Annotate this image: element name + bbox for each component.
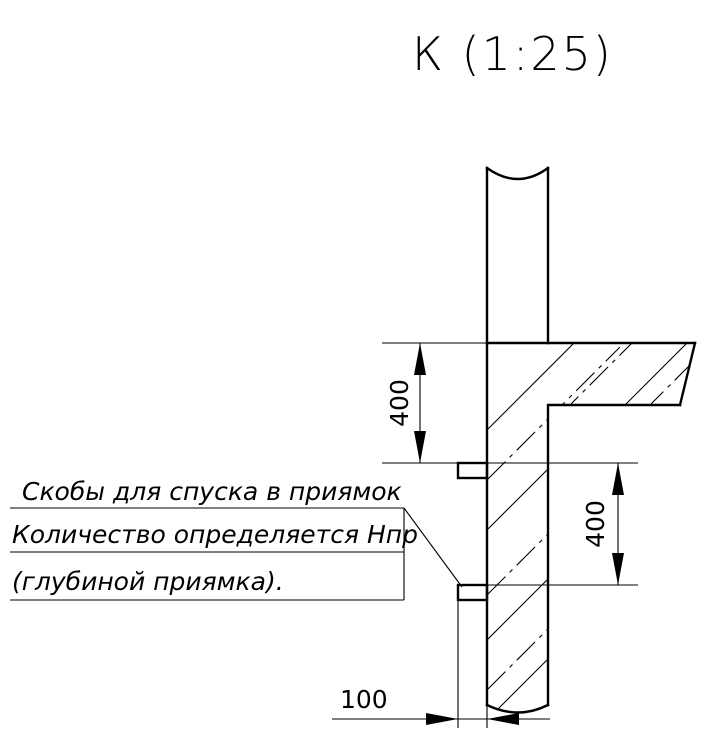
dimension-upper-400: 400	[382, 342, 487, 464]
note-line-1: Скобы для спуска в приямок	[22, 477, 402, 506]
dimension-label-offset: 100	[340, 685, 388, 714]
note-line-3: (глубиной приямка).	[12, 567, 284, 596]
dimension-offset-100: 100	[332, 600, 550, 728]
dimension-lower-400: 400	[487, 462, 638, 586]
note-line-2: Количество определяется Нпр	[12, 520, 418, 549]
dimension-label-lower: 400	[581, 500, 610, 548]
hatched-wall-section	[485, 341, 697, 714]
dimension-label-upper: 400	[385, 379, 414, 427]
bracket-upper	[456, 461, 489, 480]
upper-column	[485, 166, 550, 345]
view-title: К (1:25)	[412, 27, 613, 81]
bracket-callout: Скобы для спуска в приямок Количество оп…	[10, 477, 463, 601]
bracket-lower	[456, 583, 489, 602]
